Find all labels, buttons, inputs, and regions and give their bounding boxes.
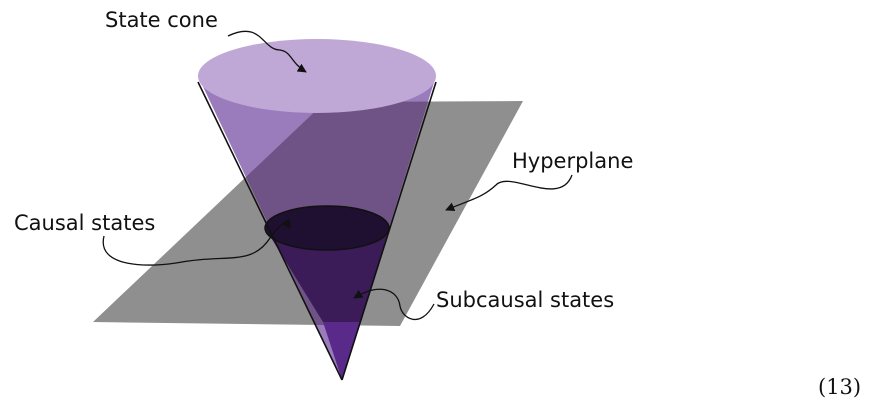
state-cone-pointer: [227, 30, 307, 73]
subcausal-states-pointer: [353, 288, 435, 320]
causal-states-pointer: [102, 218, 291, 266]
cone-tip: [323, 322, 361, 380]
label-causal-states: Causal states: [14, 211, 155, 235]
hyperplane-pointer: [445, 174, 573, 212]
label-subcausal-states: Subcausal states: [436, 288, 614, 312]
cone-subcausal-region: [265, 228, 390, 322]
cone-top-cap: [198, 39, 436, 113]
cone-left-edge: [197, 81, 343, 381]
causal-states-section: [264, 205, 390, 251]
equation-number: (13): [818, 375, 861, 399]
cone-right-edge: [341, 81, 437, 381]
label-state-cone: State cone: [105, 8, 218, 32]
label-hyperplane: Hyperplane: [512, 149, 633, 173]
